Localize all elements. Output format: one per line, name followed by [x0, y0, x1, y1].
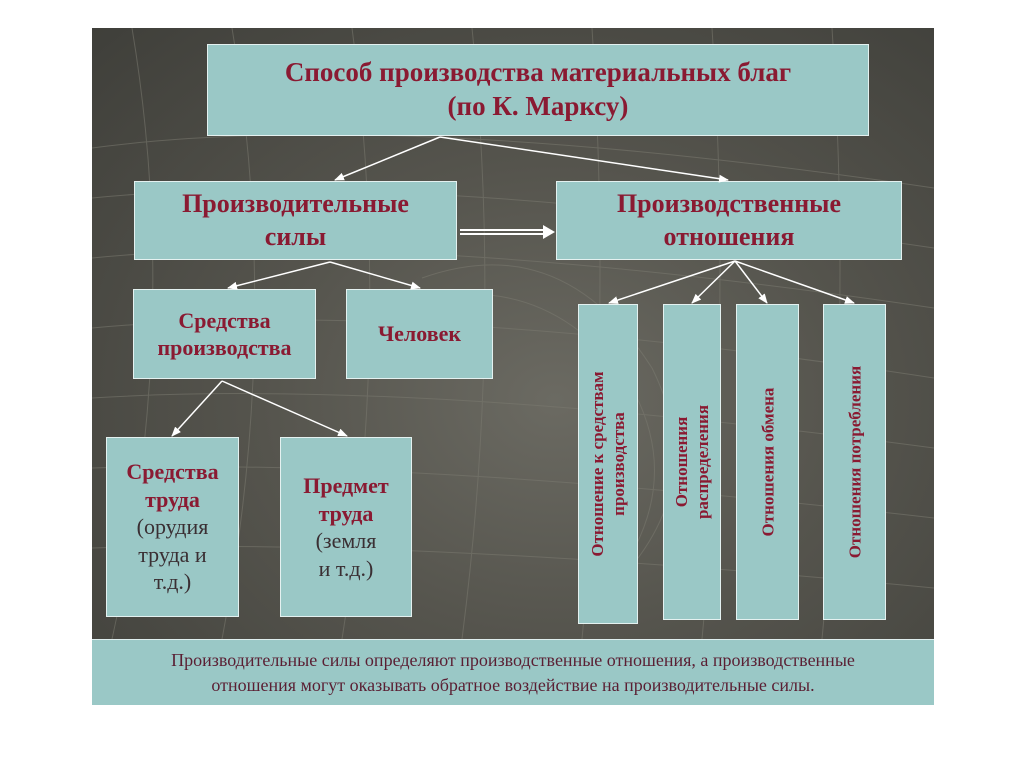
title-line-1: Способ производства материальных благ — [284, 57, 792, 88]
means-of-labor-box: Средства труда (орудия труда и т.д.) — [106, 437, 239, 617]
object-of-labor-line-1: Предмет — [303, 473, 389, 498]
means-of-labor-line-2: труда — [145, 486, 200, 512]
relation-label-exchange: Отношения обмена — [757, 388, 778, 537]
relation-1-line-1: Отношение к средствам — [587, 371, 607, 557]
means-of-labor-line-1: Средства — [126, 459, 219, 485]
means-of-production-line-2: производства — [157, 335, 292, 360]
title-box: Способ производства материальных благ (п… — [207, 44, 869, 136]
means-of-labor-line-4: труда и — [138, 541, 207, 567]
relation-1-line-2: производства — [609, 412, 628, 516]
conclusion-line-2: отношения могут оказывать обратное возде… — [211, 674, 815, 695]
object-of-labor-line-3: (земля — [315, 528, 377, 553]
conclusion-line-1: Производительные силы определяют произво… — [171, 650, 855, 671]
relation-3-line-1: Отношения обмена — [757, 387, 777, 537]
relation-2-line-2: распределения — [693, 404, 712, 520]
productive-forces-line-1: Производительные — [182, 189, 409, 218]
means-of-labor-line-5: т.д.) — [153, 569, 192, 595]
object-of-labor-line-4: и т.д.) — [318, 555, 374, 581]
relation-box-means-of-production: Отношение к средствам производства — [578, 304, 638, 624]
relation-2-line-1: Отношения — [671, 416, 691, 508]
human-label: Человек — [377, 321, 462, 347]
relation-box-exchange: Отношения обмена — [736, 304, 799, 620]
productive-forces-box: Производительные силы — [134, 181, 457, 260]
relation-label-means-of-production: Отношение к средствам производства — [587, 371, 630, 556]
means-of-production-box: Средства производства — [133, 289, 316, 379]
object-of-labor-box: Предмет труда (земля и т.д.) — [280, 437, 412, 617]
human-box: Человек — [346, 289, 493, 379]
productive-forces-line-2: силы — [264, 221, 327, 251]
production-relations-line-2: отношения — [663, 221, 795, 251]
object-of-labor-line-2: труда — [318, 500, 374, 526]
production-relations-box: Производственные отношения — [556, 181, 902, 260]
production-relations-line-1: Производственные — [616, 189, 842, 218]
means-of-labor-line-3: (орудия — [136, 514, 209, 540]
title-line-2: (по К. Марксу) — [447, 91, 629, 121]
conclusion-note: Производительные силы определяют произво… — [92, 639, 934, 705]
relation-box-distribution: Отношения распределения — [663, 304, 721, 620]
relation-label-consumption: Отношения потребления — [844, 366, 865, 558]
means-of-production-line-1: Средства — [178, 307, 271, 333]
relation-box-consumption: Отношения потребления — [823, 304, 886, 620]
relation-label-distribution: Отношения распределения — [671, 405, 714, 519]
relation-4-line-1: Отношения потребления — [844, 365, 864, 559]
